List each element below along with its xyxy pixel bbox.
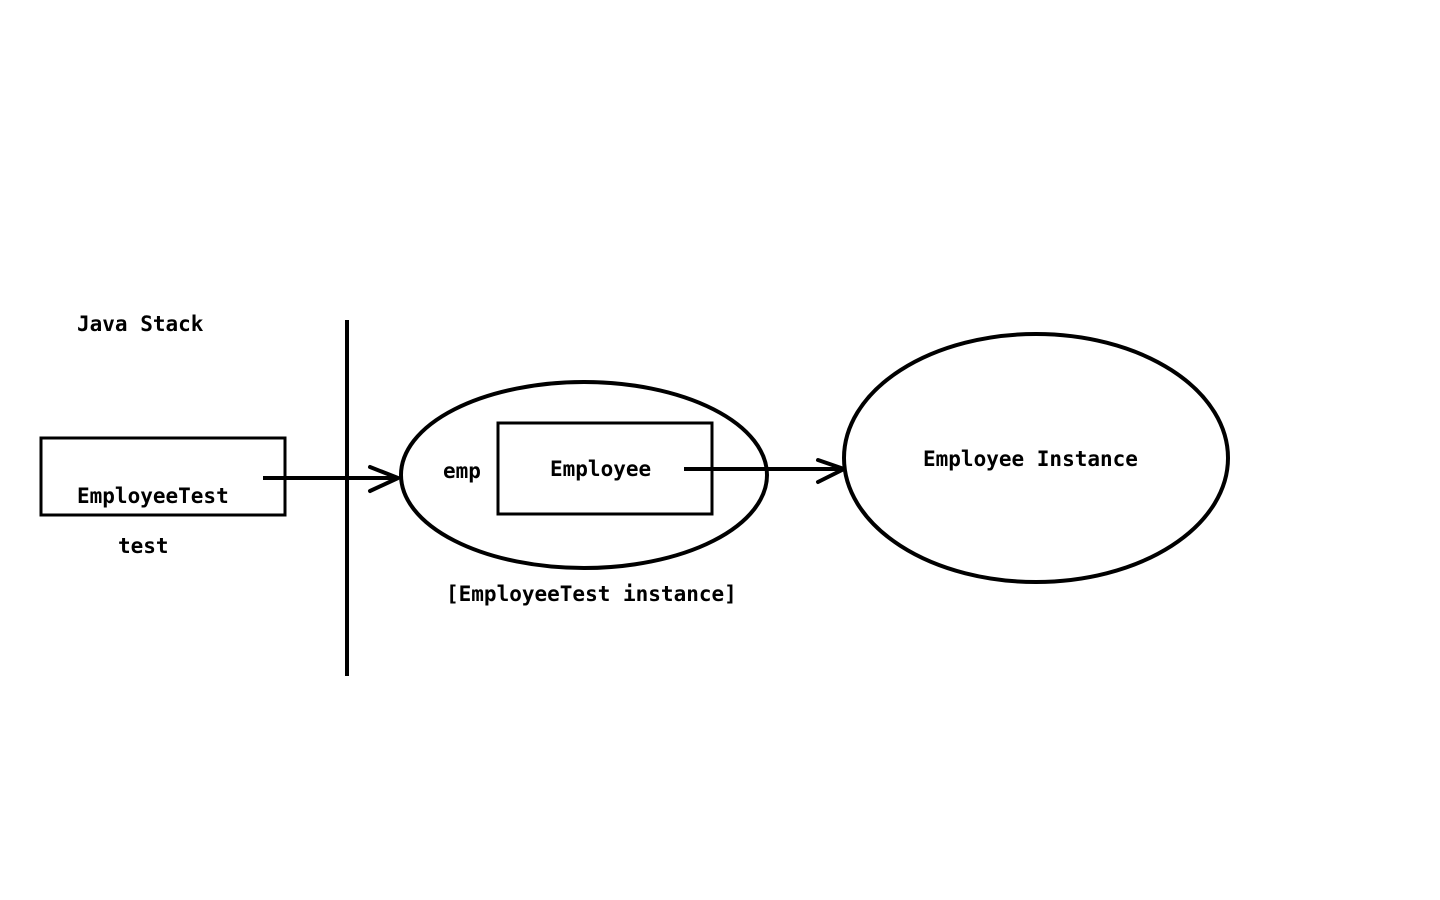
employee-instance-ellipse: [842, 332, 1230, 584]
employee-test-instance-label: [EmployeeTest instance]: [446, 582, 737, 606]
employee-box-label: Employee: [550, 457, 651, 481]
java-stack-label: Java Stack: [77, 312, 204, 336]
employee-test-instance-ellipse: [399, 380, 769, 570]
employee-instance-label: Employee Instance: [923, 447, 1138, 471]
arrow-head-test: [368, 465, 400, 493]
test-variable-label: test: [118, 534, 169, 558]
employee-test-box-label: EmployeeTest: [77, 484, 229, 508]
emp-field-label: emp: [443, 459, 481, 483]
